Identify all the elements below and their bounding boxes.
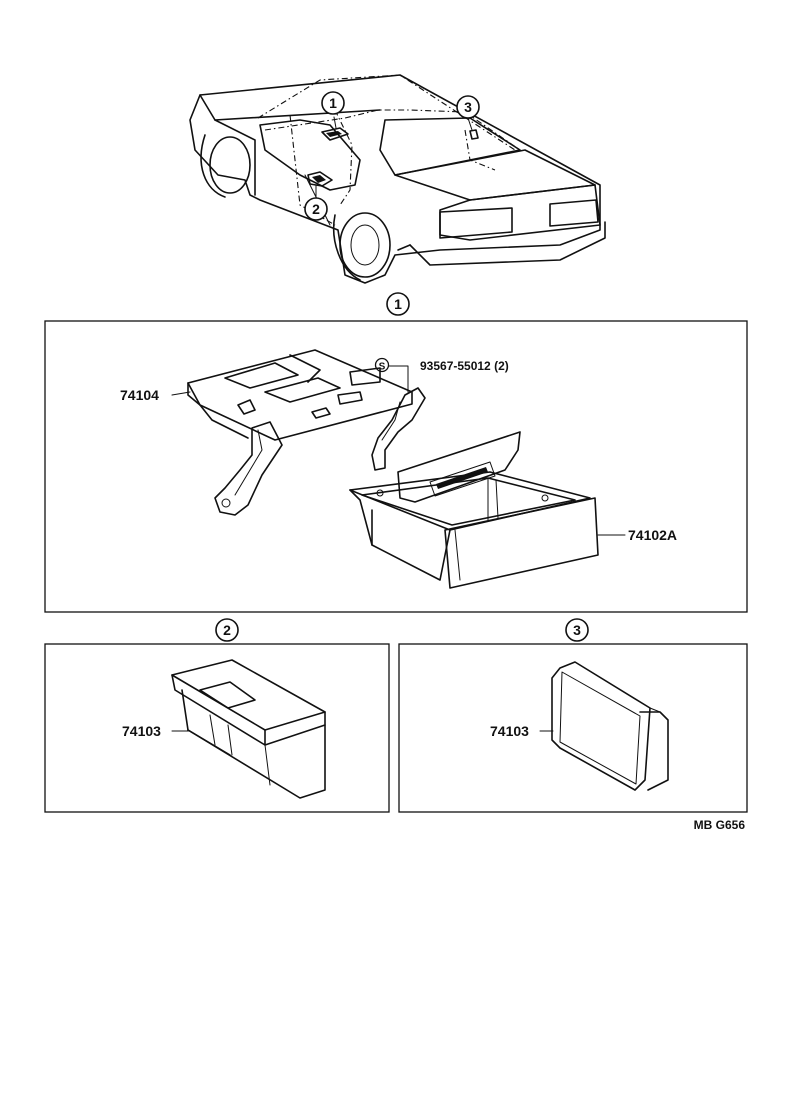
panel-2-frame bbox=[44, 643, 390, 813]
panel-3-part-number: 74103 bbox=[490, 723, 529, 739]
figure-code: MB G656 bbox=[694, 818, 746, 832]
callout-1-circle bbox=[321, 91, 345, 115]
storage-box-drawing bbox=[349, 431, 599, 589]
callout-1-label: 1 bbox=[329, 95, 337, 111]
screw-leader-line bbox=[388, 365, 409, 393]
callout-3-circle bbox=[456, 95, 480, 119]
callout-2-circle bbox=[304, 197, 328, 221]
panel-3-heading-circle bbox=[565, 618, 589, 642]
screw-symbol-circle bbox=[374, 357, 390, 373]
bracket-drawing bbox=[187, 349, 426, 516]
callout-2-label: 2 bbox=[312, 201, 320, 217]
bracket-leader-line bbox=[171, 391, 191, 396]
panel-2-part-number: 74103 bbox=[122, 723, 161, 739]
panel-1-frame bbox=[44, 320, 748, 613]
bracket-part-number: 74104 bbox=[120, 387, 159, 403]
panel-2-heading: 2 bbox=[223, 622, 231, 638]
panel-1-heading: 1 bbox=[394, 296, 402, 312]
screw-part-number: 93567-55012 (2) bbox=[420, 359, 509, 373]
car-illustration: 1 2 3 bbox=[189, 74, 606, 284]
callout-3-label: 3 bbox=[464, 99, 472, 115]
panel-2-heading-circle bbox=[215, 618, 239, 642]
box-part-number: 74102A bbox=[628, 527, 677, 543]
tray-3-drawing bbox=[551, 661, 669, 791]
screw-symbol: S bbox=[379, 362, 386, 373]
panel-1-heading-circle bbox=[386, 292, 410, 316]
panel-3-heading: 3 bbox=[573, 622, 581, 638]
tray-2-drawing bbox=[171, 659, 326, 799]
panel-3-frame bbox=[398, 643, 748, 813]
